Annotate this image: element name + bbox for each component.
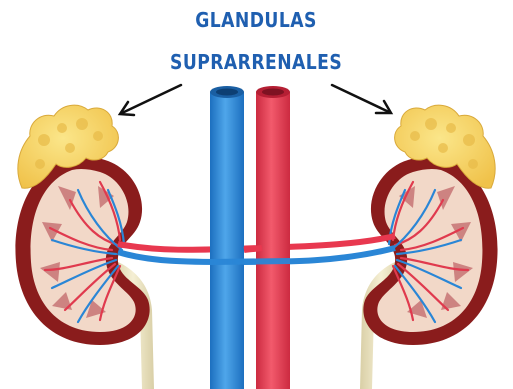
pointer-arrow-left: [120, 85, 181, 115]
aorta: [256, 86, 290, 389]
renal-vein-over-trunk: [210, 261, 290, 262]
pointer-arrow-right: [332, 85, 391, 113]
renal-artery-over-trunk: [244, 248, 262, 250]
title-line-2: SUPRARRENALES: [170, 50, 342, 74]
vena-cava: [210, 86, 244, 389]
title-line-1: GLANDULAS: [170, 8, 342, 32]
